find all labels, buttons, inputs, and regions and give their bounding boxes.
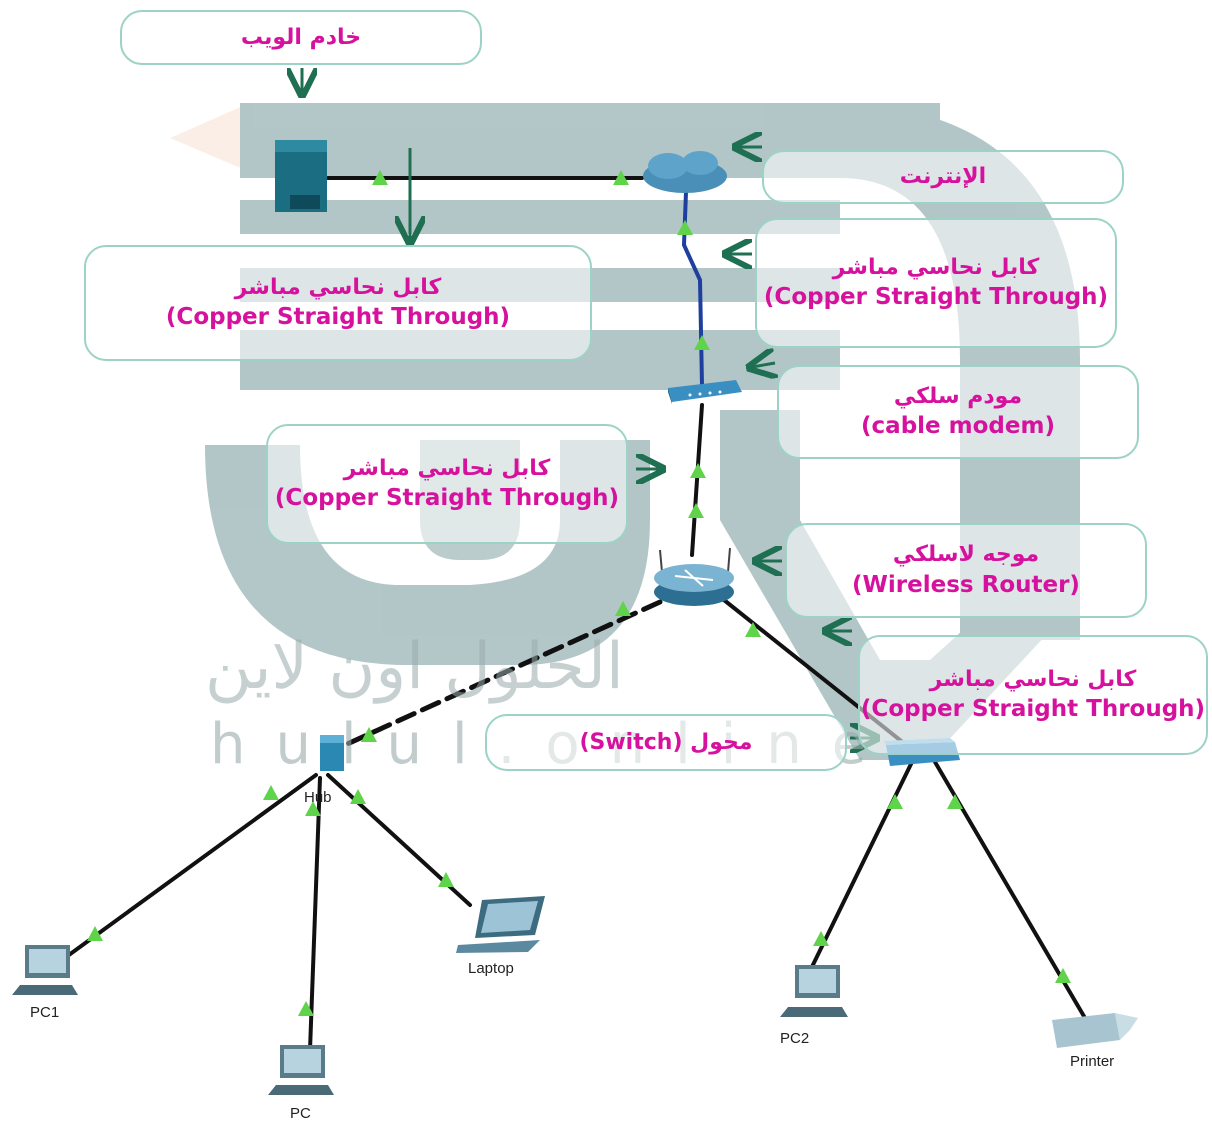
callout-cable-right-bottom-en: (Copper Straight Through) bbox=[861, 694, 1205, 725]
callout-internet-ar: الإنترنت bbox=[900, 162, 986, 192]
callout-cable-right-top: كابل نحاسي مباشر (Copper Straight Throug… bbox=[755, 218, 1117, 348]
callout-cable-left-top-ar: كابل نحاسي مباشر bbox=[235, 273, 442, 303]
pc-icon bbox=[268, 1045, 334, 1095]
callout-wireless-router: موجه لاسلكي (Wireless Router) bbox=[785, 523, 1147, 618]
callout-cable-right-bottom: كابل نحاسي مباشر (Copper Straight Throug… bbox=[858, 635, 1208, 755]
callout-wireless-router-ar: موجه لاسلكي bbox=[893, 540, 1039, 570]
callout-cable-modem-ar: مودم سلكي bbox=[894, 382, 1022, 412]
callout-switch-text: محول (Switch) bbox=[579, 728, 752, 758]
callout-cable-modem: مودم سلكي (cable modem) bbox=[777, 365, 1139, 459]
callout-cable-mid-left-ar: كابل نحاسي مباشر bbox=[344, 454, 551, 484]
printer-icon bbox=[1052, 1013, 1138, 1048]
pc2-icon bbox=[780, 965, 848, 1017]
callout-cable-mid-left: كابل نحاسي مباشر (Copper Straight Throug… bbox=[266, 424, 628, 544]
server-icon bbox=[275, 140, 327, 212]
callout-switch: محول (Switch) bbox=[485, 714, 847, 771]
wireless-router-icon bbox=[654, 548, 734, 606]
printer-label: Printer bbox=[1070, 1053, 1114, 1070]
pc-label: PC bbox=[290, 1105, 311, 1122]
internet-cloud-icon bbox=[643, 151, 727, 193]
callout-cable-left-top: كابل نحاسي مباشر (Copper Straight Throug… bbox=[84, 245, 592, 361]
pc2-label: PC2 bbox=[780, 1030, 809, 1047]
pc1-icon bbox=[12, 945, 78, 995]
callout-wireless-router-en: (Wireless Router) bbox=[852, 570, 1080, 601]
callout-cable-left-top-en: (Copper Straight Through) bbox=[166, 302, 510, 333]
laptop-label: Laptop bbox=[468, 960, 514, 977]
callout-cable-right-top-ar: كابل نحاسي مباشر bbox=[833, 253, 1040, 283]
watermark-arabic-text: الحلول اون لاين bbox=[205, 630, 624, 704]
hub-label: Hub bbox=[304, 789, 332, 806]
callout-internet: الإنترنت bbox=[762, 150, 1124, 204]
callout-cable-mid-left-en: (Copper Straight Through) bbox=[275, 483, 619, 514]
callout-cable-right-bottom-ar: كابل نحاسي مباشر bbox=[930, 665, 1137, 695]
callout-cable-modem-en: (cable modem) bbox=[861, 411, 1055, 442]
callout-web-server: خادم الويب bbox=[120, 10, 482, 65]
callout-web-server-ar: خادم الويب bbox=[241, 23, 361, 53]
pc1-label: PC1 bbox=[30, 1004, 59, 1021]
callout-cable-right-top-en: (Copper Straight Through) bbox=[764, 282, 1108, 313]
